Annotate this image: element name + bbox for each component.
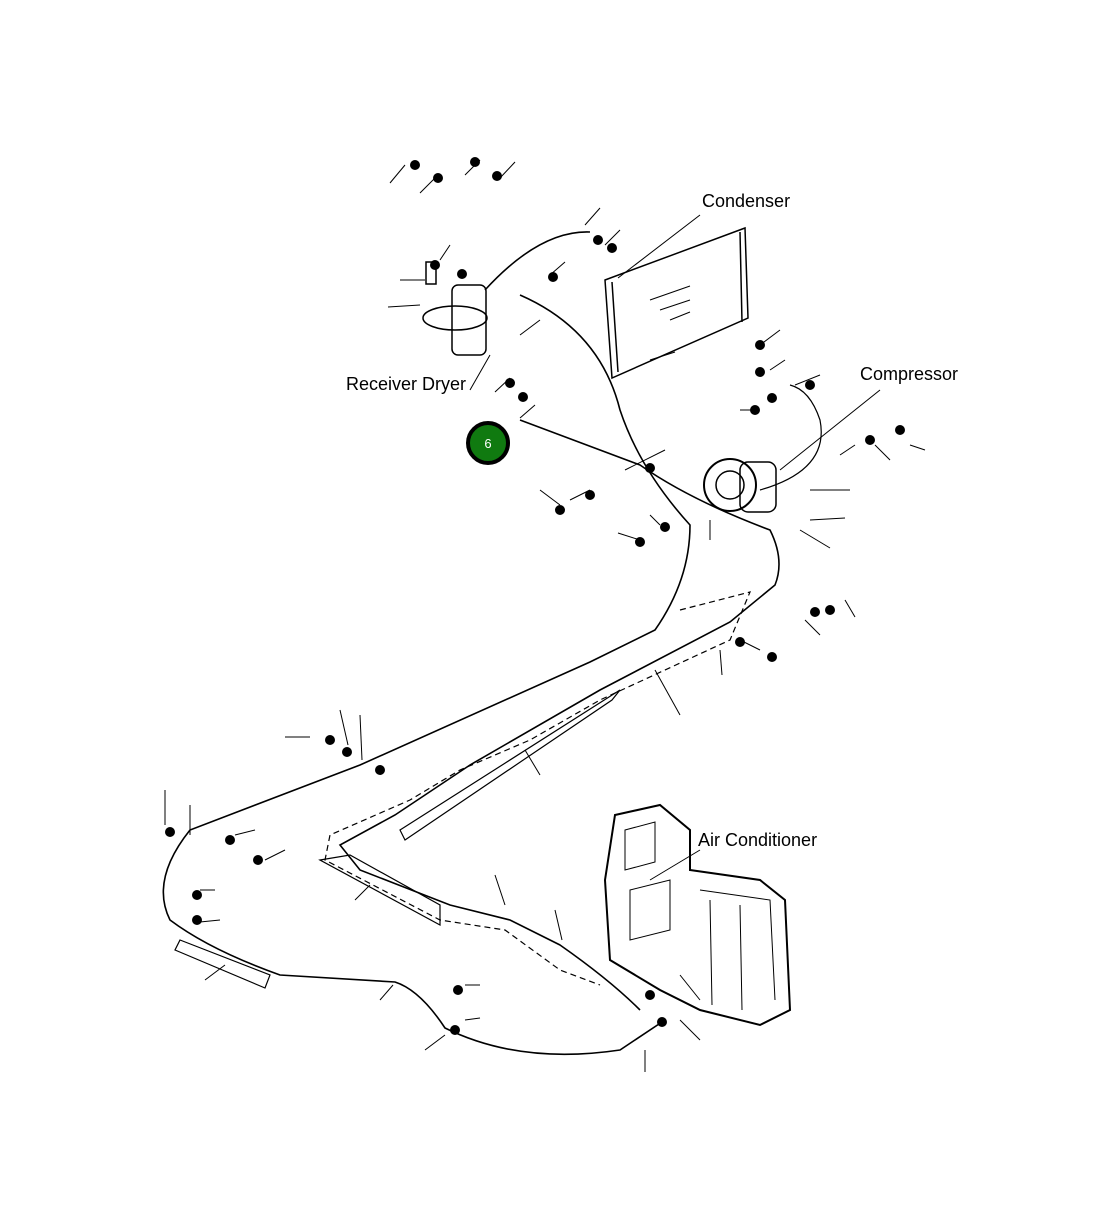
air-conditioner-label: Air Conditioner xyxy=(698,830,818,850)
leader-line xyxy=(679,1019,701,1041)
condenser xyxy=(604,226,749,380)
leader-line xyxy=(794,374,821,386)
fasteners xyxy=(165,157,905,1035)
leader-line xyxy=(804,619,821,636)
leader-line xyxy=(874,444,891,461)
fastener-part xyxy=(865,435,875,445)
pointer-lines xyxy=(469,214,881,881)
hotspot-number: 6 xyxy=(484,435,492,451)
fastener-part xyxy=(645,463,655,473)
fastener-part xyxy=(450,1025,460,1035)
leader-line xyxy=(809,517,846,521)
leader-line xyxy=(419,177,436,194)
fastener-part xyxy=(470,157,480,167)
leader-line xyxy=(679,974,701,1001)
leader-line xyxy=(649,351,676,361)
fastener-part xyxy=(607,243,617,253)
compressor xyxy=(703,458,777,513)
receiver-dryer xyxy=(422,261,488,356)
fastener-part xyxy=(505,378,515,388)
fastener-part xyxy=(735,637,745,647)
fastener-part xyxy=(375,765,385,775)
brackets xyxy=(174,689,621,989)
leader-line xyxy=(844,599,856,618)
leader-line xyxy=(264,849,286,861)
fastener-part xyxy=(755,367,765,377)
fastener-part xyxy=(518,392,528,402)
leader-line xyxy=(799,529,831,549)
fastener-part xyxy=(555,505,565,515)
hoses xyxy=(162,231,822,1056)
fastener-part xyxy=(192,915,202,925)
leader-line xyxy=(379,984,394,1001)
leader-line xyxy=(569,489,591,501)
fastener-part xyxy=(767,652,777,662)
fastener-part xyxy=(825,605,835,615)
fastener-part xyxy=(253,855,263,865)
leader-line xyxy=(464,1017,481,1021)
leader-line xyxy=(494,874,506,906)
leader-line xyxy=(624,449,666,471)
fastener-part xyxy=(433,173,443,183)
fastener-part xyxy=(660,522,670,532)
fastener-part xyxy=(645,990,655,1000)
fastener-part xyxy=(492,171,502,181)
fastener-part xyxy=(325,735,335,745)
fastener-part xyxy=(453,985,463,995)
fastener-part xyxy=(810,607,820,617)
leader-line xyxy=(519,319,541,336)
leader-line xyxy=(424,1034,446,1051)
leader-line xyxy=(354,884,371,901)
fastener-part xyxy=(410,160,420,170)
leader-line xyxy=(389,164,406,184)
leader-line xyxy=(339,709,349,746)
fastener-part xyxy=(585,490,595,500)
leader-line xyxy=(654,669,681,716)
leader-line xyxy=(554,909,563,941)
air-conditioner xyxy=(603,803,792,1027)
leader-line xyxy=(464,159,481,176)
leader-line xyxy=(549,261,566,276)
leader-line xyxy=(839,444,856,456)
leader-line xyxy=(234,829,256,836)
leader-line xyxy=(769,359,786,371)
leader-line xyxy=(199,919,221,923)
leader-line xyxy=(584,207,601,226)
fastener-part xyxy=(430,260,440,270)
leader-line xyxy=(204,964,226,981)
leader-lines xyxy=(164,159,926,1072)
leader-line xyxy=(719,649,723,676)
fastener-part xyxy=(342,747,352,757)
receiver-dryer-label: Receiver Dryer xyxy=(346,374,467,394)
leader-line xyxy=(359,714,363,761)
leader-line xyxy=(909,444,926,451)
leader-line xyxy=(524,749,541,776)
leader-line xyxy=(494,377,511,393)
fastener-part xyxy=(548,272,558,282)
fastener-part xyxy=(767,393,777,403)
fastener-part xyxy=(593,235,603,245)
hotspot-marker[interactable]: 6 xyxy=(466,421,510,465)
fastener-part xyxy=(805,380,815,390)
fastener-part xyxy=(457,269,467,279)
leader-line xyxy=(499,161,516,179)
fastener-part xyxy=(165,827,175,837)
fastener-part xyxy=(225,835,235,845)
fastener-part xyxy=(192,890,202,900)
leader-line xyxy=(519,404,536,419)
leader-line xyxy=(387,304,421,308)
leader-line xyxy=(759,329,781,346)
leader-line xyxy=(539,489,561,506)
compressor-label: Compressor xyxy=(860,364,959,384)
fastener-part xyxy=(895,425,905,435)
leader-line xyxy=(649,514,661,526)
fastener-part xyxy=(657,1017,667,1027)
leader-line xyxy=(739,639,761,651)
leader-line xyxy=(617,532,641,541)
leader-line xyxy=(604,229,621,246)
condenser-label: Condenser xyxy=(702,191,791,211)
leader-line xyxy=(439,244,451,261)
